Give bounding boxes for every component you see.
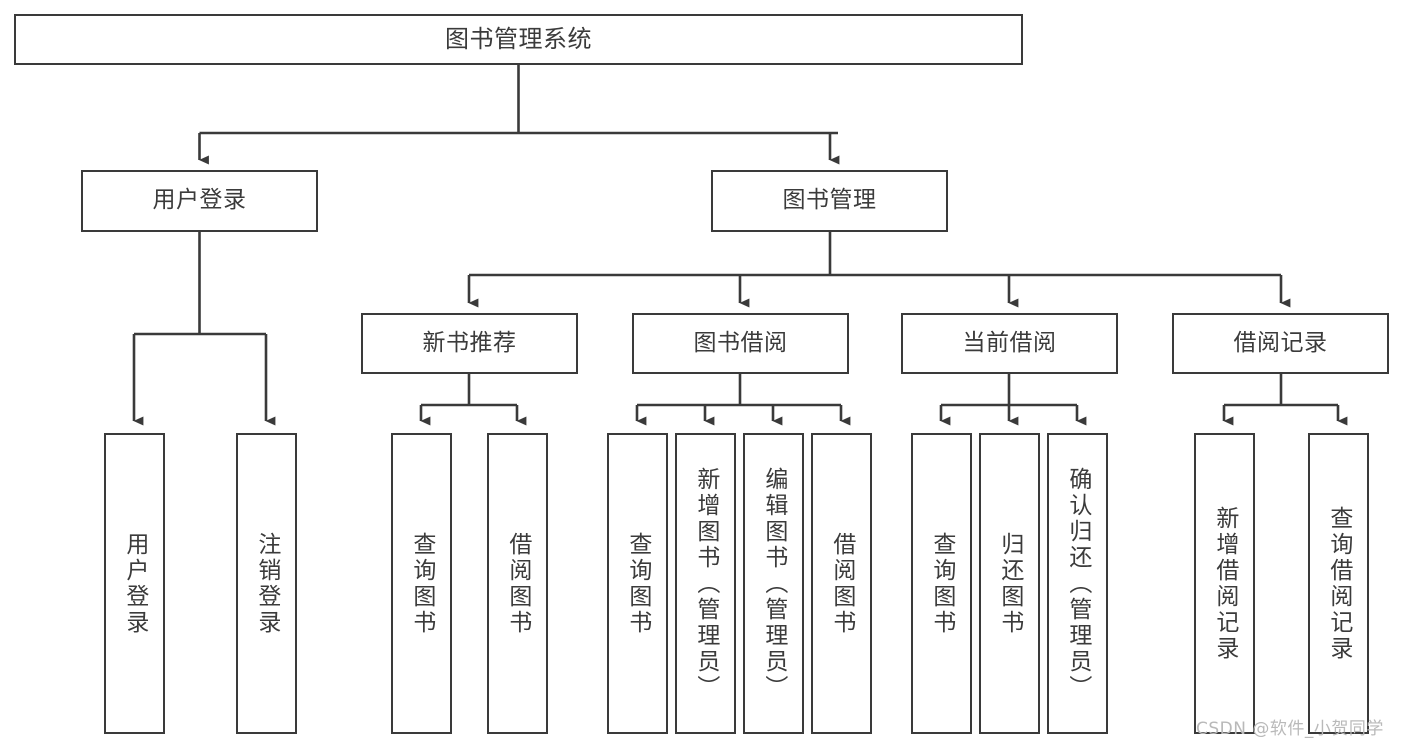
node-label: 借阅记录 <box>1233 329 1328 356</box>
node-label: 编辑图书（管理员） <box>760 466 787 701</box>
leaf-add-book-admin[interactable]: 新增图书（管理员） <box>675 433 736 734</box>
node-label: 查询图书 <box>928 531 955 636</box>
leaf-query-borrow-record[interactable]: 查询借阅记录 <box>1308 433 1369 734</box>
node-label: 借阅图书 <box>828 531 855 636</box>
leaf-return-book[interactable]: 归还图书 <box>979 433 1040 734</box>
leaf-query-book-newbook[interactable]: 查询图书 <box>391 433 452 734</box>
leaf-query-book-borrow[interactable]: 查询图书 <box>607 433 668 734</box>
node-new-book-recommendation[interactable]: 新书推荐 <box>361 313 578 374</box>
leaf-confirm-return-admin[interactable]: 确认归还（管理员） <box>1047 433 1108 734</box>
node-label: 图书管理 <box>782 187 877 214</box>
node-borrowing-record[interactable]: 借阅记录 <box>1172 313 1389 374</box>
node-label: 用户登录 <box>121 531 148 636</box>
leaf-query-book-current[interactable]: 查询图书 <box>911 433 972 734</box>
node-label: 确认归还（管理员） <box>1064 466 1091 701</box>
node-label: 借阅图书 <box>504 531 531 636</box>
node-label: 新增借阅记录 <box>1211 505 1238 662</box>
node-book-management[interactable]: 图书管理 <box>711 170 948 232</box>
leaf-logout[interactable]: 注销登录 <box>236 433 297 734</box>
csdn-watermark: CSDN @软件_小贺同学 <box>1196 719 1384 739</box>
leaf-borrow-book[interactable]: 借阅图书 <box>811 433 872 734</box>
node-label: 当前借阅 <box>962 329 1057 356</box>
node-label: 图书管理系统 <box>445 25 592 54</box>
node-label: 用户登录 <box>152 187 247 214</box>
leaf-edit-book-admin[interactable]: 编辑图书（管理员） <box>743 433 804 734</box>
node-label: 查询图书 <box>408 531 435 636</box>
node-label: 归还图书 <box>996 531 1023 636</box>
node-label: 注销登录 <box>253 531 280 636</box>
leaf-user-login[interactable]: 用户登录 <box>104 433 165 734</box>
node-book-management-system[interactable]: 图书管理系统 <box>14 14 1023 65</box>
node-label: 查询借阅记录 <box>1325 505 1352 662</box>
node-label: 图书借阅 <box>693 329 788 356</box>
node-user-login[interactable]: 用户登录 <box>81 170 318 232</box>
node-label: 新增图书（管理员） <box>692 466 719 701</box>
leaf-borrow-book-newbook[interactable]: 借阅图书 <box>487 433 548 734</box>
leaf-add-borrow-record[interactable]: 新增借阅记录 <box>1194 433 1255 734</box>
node-book-borrowing[interactable]: 图书借阅 <box>632 313 849 374</box>
node-current-borrowing[interactable]: 当前借阅 <box>901 313 1118 374</box>
node-label: 新书推荐 <box>422 329 517 356</box>
node-label: 查询图书 <box>624 531 651 636</box>
